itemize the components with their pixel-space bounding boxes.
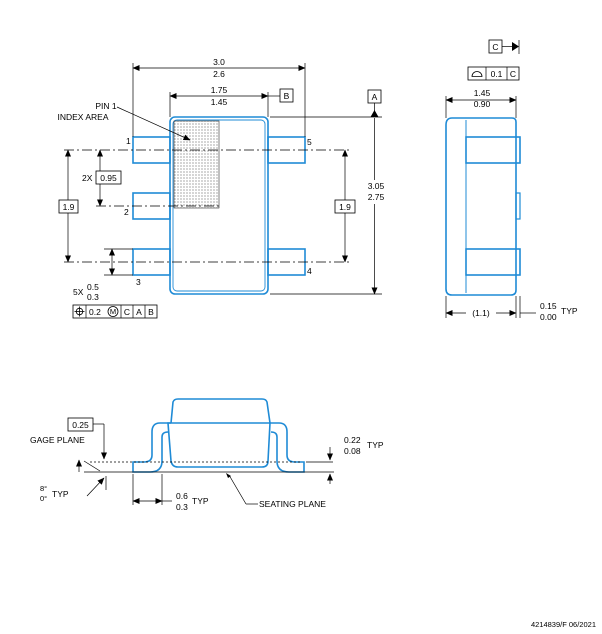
package-body-top (169, 116, 269, 295)
drawing-number: 4214839/F 06/2021 (531, 620, 596, 629)
row-span-left: 1.9 (63, 202, 75, 212)
left-gull-wing-lead (132, 422, 171, 473)
detail-view: 0.25 GAGE PLANE 8° 0° TYP 0.22 0.08 TYP … (30, 398, 384, 512)
standoff-reference: (1.1) (472, 308, 490, 318)
fcf-datum-1: C (124, 307, 130, 317)
flatness-tolerance: 0.1 (491, 69, 503, 79)
lead-thickness-max: 0.22 (344, 435, 361, 445)
index-area-label: INDEX AREA (57, 112, 108, 122)
pin1-label: PIN 1 (95, 101, 117, 111)
angle-typ: TYP (52, 489, 69, 499)
lead-width-count: 5X (73, 287, 84, 297)
package-body-front (167, 422, 271, 468)
standoff-typ: TYP (561, 306, 578, 316)
lead-thickness-typ: TYP (367, 440, 384, 450)
package-body-side (445, 117, 517, 296)
pitch-value: 0.95 (100, 173, 117, 183)
package-body-inner (172, 119, 266, 292)
pin-number-2: 2 (124, 207, 129, 217)
seating-plane-label: SEATING PLANE (259, 499, 326, 509)
side-lead-top (465, 136, 521, 164)
position-icon (74, 306, 85, 317)
pin-number-4: 4 (307, 266, 312, 276)
length-max: 3.05 (368, 181, 385, 191)
fcf-datum-3: B (148, 307, 154, 317)
row-span-right: 1.9 (339, 202, 351, 212)
side-lead-middle (515, 192, 521, 220)
foot-length-min: 0.3 (176, 502, 188, 512)
mmc-icon (107, 306, 119, 317)
foot-length-max: 0.6 (176, 491, 188, 501)
datum-b: B (284, 91, 290, 101)
surface-profile-icon (471, 71, 483, 77)
fcf-datum-2: A (136, 307, 142, 317)
body-width-min: 0.90 (474, 99, 491, 109)
width-max: 3.0 (213, 57, 225, 67)
standoff-min: 0.00 (540, 312, 557, 322)
width-min: 2.6 (213, 69, 225, 79)
standoff-max: 0.15 (540, 301, 557, 311)
position-tolerance-frame: 0.2 M C A B (72, 304, 158, 319)
pitch-count: 2X (82, 173, 93, 183)
pin-number-3: 3 (136, 277, 141, 287)
lead-width-max: 0.5 (87, 282, 99, 292)
length-min: 2.75 (368, 192, 385, 202)
lead-span-min: 1.45 (211, 97, 228, 107)
gage-plane-label: GAGE PLANE (30, 435, 85, 445)
angle-min: 0° (40, 494, 47, 503)
datum-c: C (492, 42, 498, 52)
foot-length-typ: TYP (192, 496, 209, 506)
body-width-max: 1.45 (474, 88, 491, 98)
angle-max: 8° (40, 484, 47, 493)
datum-a: A (372, 92, 378, 102)
flatness-tolerance-frame: 0.1 C (467, 66, 520, 81)
flatness-datum: C (510, 69, 516, 79)
pin1-index-area (173, 120, 220, 209)
right-gull-wing-lead (269, 422, 305, 473)
side-lead-bottom (465, 248, 521, 276)
side-view: C 0.1 C 1.45 0.90 (1.1) (445, 39, 578, 322)
lead-width-min: 0.3 (87, 292, 99, 302)
pin-number-5: 5 (307, 137, 312, 147)
fcf-modifier: M (110, 307, 116, 316)
package-body-front-top (170, 398, 271, 424)
pin-number-1: 1 (126, 136, 131, 146)
lead-thickness-min: 0.08 (344, 446, 361, 456)
top-view: 3.0 2.6 1.75 1.45 B A PIN 1 INDEX AREA 1… (57, 57, 386, 319)
gage-value: 0.25 (72, 420, 89, 430)
fcf-tolerance: 0.2 (89, 307, 101, 317)
lead-span-max: 1.75 (211, 85, 228, 95)
